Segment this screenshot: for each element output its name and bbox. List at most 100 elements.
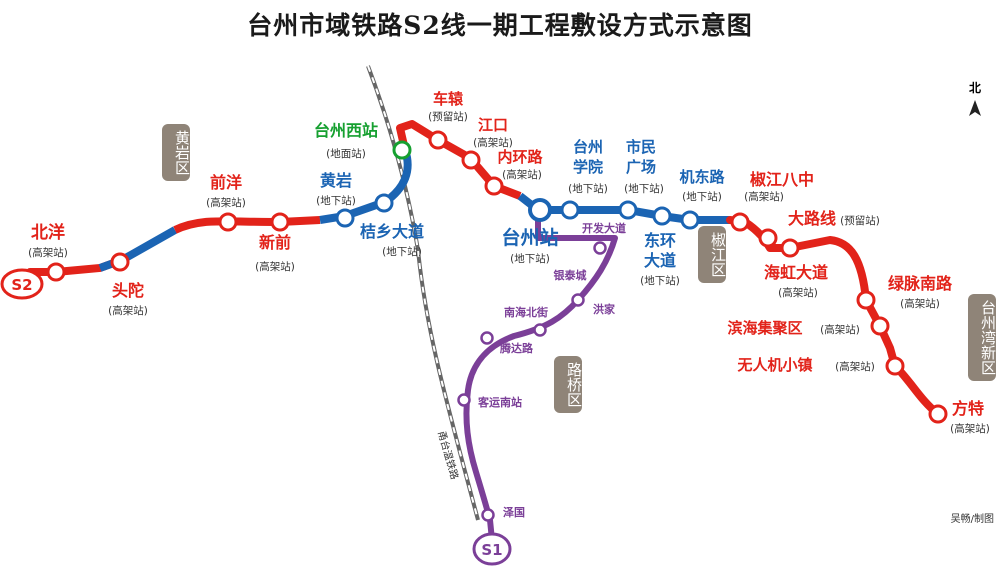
s1-line bbox=[463, 207, 618, 543]
station-marker-21[interactable] bbox=[928, 404, 948, 424]
station-name-20: 无人机小镇 bbox=[736, 356, 812, 374]
s1-station-marker-3[interactable] bbox=[533, 323, 547, 337]
district-luqiao: 路桥区 bbox=[554, 356, 583, 413]
station-name-14: 东环 bbox=[644, 231, 676, 250]
station-marker-18[interactable] bbox=[856, 290, 876, 310]
station-marker-17[interactable] bbox=[780, 238, 800, 258]
station-name-14-b: 大道 bbox=[644, 251, 676, 270]
station-marker-11[interactable] bbox=[560, 200, 580, 220]
station-type-7: (预留站) bbox=[428, 110, 468, 123]
station-marker-5[interactable] bbox=[374, 193, 394, 213]
station-type-6: (地面站) bbox=[326, 147, 366, 160]
station-marker-9[interactable] bbox=[484, 176, 504, 196]
s2-segment-elevated-2 bbox=[173, 216, 321, 234]
station-type-8: (高架站) bbox=[473, 136, 513, 149]
station-marker-3[interactable] bbox=[218, 212, 238, 232]
station-layer bbox=[46, 130, 948, 522]
s1-station-marker-6[interactable] bbox=[481, 508, 495, 522]
station-type-17: (高架站) bbox=[778, 286, 818, 299]
s1-station-name-4: 腾达路 bbox=[500, 341, 534, 355]
station-name-18: 绿脉南路 bbox=[888, 274, 953, 293]
station-type-5: (地下站) bbox=[316, 194, 356, 207]
station-name-21: 方特 bbox=[952, 399, 984, 418]
s1-station-name-0: 开发大道 bbox=[582, 221, 626, 235]
station-name-5: 黄岩 bbox=[320, 171, 352, 190]
station-marker-19[interactable] bbox=[870, 316, 890, 336]
district-taizhouwan: 台州湾新区 bbox=[968, 294, 997, 381]
station-marker-1[interactable] bbox=[110, 252, 130, 272]
station-name-1: 头陀 bbox=[112, 281, 144, 300]
station-name-12: 市民 bbox=[626, 138, 656, 156]
station-type-19: (高架站) bbox=[820, 323, 860, 336]
station-name-11-b: 学院 bbox=[573, 158, 603, 176]
station-marker-13[interactable] bbox=[652, 206, 672, 226]
station-type-13: (地下站) bbox=[682, 190, 722, 203]
station-name-13: 机东路 bbox=[679, 168, 725, 186]
station-name-4: 桔乡大道 bbox=[360, 222, 424, 241]
station-name-19: 滨海集聚区 bbox=[727, 319, 802, 337]
s1-station-marker-5[interactable] bbox=[457, 393, 471, 407]
station-name-10: 台州站 bbox=[501, 226, 558, 249]
s2-line-badge: S2 bbox=[0, 268, 44, 300]
s1-station-name-1: 银泰城 bbox=[554, 268, 587, 282]
s1-badge-text: S1 bbox=[481, 541, 502, 559]
station-name-8: 江口 bbox=[478, 116, 508, 134]
station-type-20: (高架站) bbox=[835, 360, 875, 373]
station-type-12: (地下站) bbox=[624, 182, 664, 195]
station-marker-2[interactable] bbox=[270, 212, 290, 232]
station-type-1: (高架站) bbox=[108, 304, 148, 317]
railway-line bbox=[366, 65, 480, 521]
station-marker-12[interactable] bbox=[618, 200, 638, 220]
s1-station-name-5: 客运南站 bbox=[477, 395, 522, 409]
station-type-14: (地下站) bbox=[640, 274, 680, 287]
s1-station-name-6: 泽国 bbox=[503, 506, 525, 519]
station-type-9: (高架站) bbox=[502, 168, 542, 181]
station-marker-0[interactable] bbox=[46, 262, 66, 282]
district-huangyan: 黄岩区 bbox=[162, 124, 191, 181]
station-name-6: 台州西站 bbox=[314, 121, 378, 140]
station-marker-8[interactable] bbox=[461, 150, 481, 170]
s1-line-badge: S1 bbox=[472, 532, 512, 566]
map-credit: 吴畅/制图 bbox=[950, 514, 994, 525]
station-marker-20[interactable] bbox=[885, 356, 905, 376]
station-marker-16[interactable] bbox=[758, 228, 778, 248]
north-label: 北 bbox=[969, 80, 981, 95]
station-type-15: (高架站) bbox=[744, 190, 784, 203]
station-marker-10[interactable] bbox=[528, 198, 552, 222]
station-name-17: 海虹大道 bbox=[764, 263, 828, 282]
s1-station-marker-1[interactable] bbox=[593, 241, 607, 255]
station-name-9: 内环路 bbox=[497, 148, 543, 166]
s1-station-name-2: 洪家 bbox=[593, 302, 616, 316]
district-jiaojiang: 椒江区 bbox=[698, 226, 727, 283]
station-marker-7[interactable] bbox=[428, 130, 448, 150]
map-title: 台州市域铁路S2线一期工程敷设方式示意图 bbox=[247, 11, 753, 40]
s1-station-marker-4[interactable] bbox=[480, 331, 494, 345]
s1-station-marker-2[interactable] bbox=[571, 293, 585, 307]
station-name-0: 北洋 bbox=[31, 222, 65, 243]
north-arrow-icon: 北 bbox=[969, 80, 981, 116]
station-marker-14[interactable] bbox=[680, 210, 700, 230]
station-marker-15[interactable] bbox=[730, 212, 750, 232]
s1-station-name-3: 南海北街 bbox=[504, 305, 548, 319]
label-layer: 北洋 (高架站) 头陀 (高架站) 新前 (高架站) 前洋 (高架站) 桔乡大道 (地下站) 黄岩 (… bbox=[28, 90, 990, 519]
station-name-16: 大路线 bbox=[788, 209, 836, 228]
s2-segment-elevated-east bbox=[726, 216, 942, 418]
station-marker-6[interactable] bbox=[392, 140, 412, 160]
station-name-3: 前洋 bbox=[210, 173, 242, 192]
station-type-18: (高架站) bbox=[900, 297, 940, 310]
station-type-21: (高架站) bbox=[950, 422, 990, 435]
station-type-10: (地下站) bbox=[510, 252, 550, 265]
station-type-3: (高架站) bbox=[206, 196, 246, 209]
station-type-11: (地下站) bbox=[568, 182, 608, 195]
station-name-11: 台州 bbox=[573, 138, 603, 156]
station-type-4: (地下站) bbox=[382, 245, 422, 258]
station-type-2: (高架站) bbox=[255, 260, 295, 273]
station-name-15: 椒江八中 bbox=[750, 170, 814, 189]
station-name-2: 新前 bbox=[259, 233, 291, 252]
station-type-16: (预留站) bbox=[840, 214, 880, 227]
station-name-7: 车辕 bbox=[433, 90, 464, 108]
station-marker-4[interactable] bbox=[335, 208, 355, 228]
station-type-0: (高架站) bbox=[28, 246, 68, 259]
